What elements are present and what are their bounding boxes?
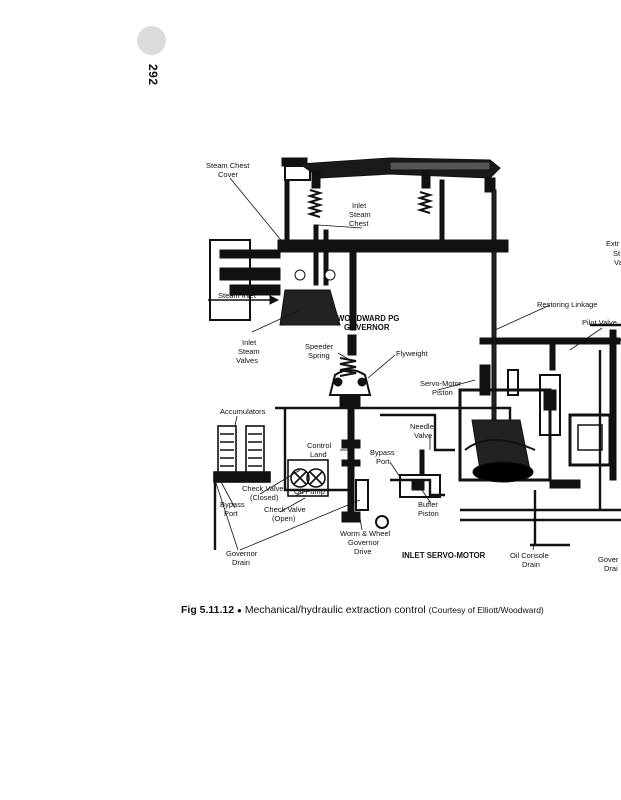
label-control-land-2: Land xyxy=(310,450,327,459)
label-bypass-port-upper-2: Port xyxy=(376,457,391,466)
oil-pump xyxy=(287,459,329,497)
label-servo-motor-piston-2: Piston xyxy=(432,388,453,397)
label-check-valve-open-1: Check Valve xyxy=(264,505,306,514)
label-needle-valve-2: Valve xyxy=(414,431,432,440)
label-inlet-steam-chest-3: Chest xyxy=(349,219,370,228)
label-oil-console-drain-1: Oil Console xyxy=(510,551,549,560)
label-extraction-cut-2: St xyxy=(613,249,621,258)
label-pilot-valve: Pilot Valve xyxy=(582,318,617,327)
label-steam-chest-cover-1: Steam Chest xyxy=(206,161,250,170)
label-control-land-1: Control xyxy=(307,441,332,450)
label-buffer-piston-2: Piston xyxy=(418,509,439,518)
pilot-valve-linkage xyxy=(479,329,621,489)
label-speeder-spring-2: Spring xyxy=(308,351,330,360)
label-inlet-steam-valves-3: Valves xyxy=(236,356,258,365)
label-bypass-port-left-2: Port xyxy=(224,509,239,518)
label-inlet-steam-valves-2: Steam xyxy=(238,347,260,356)
label-steam-inlet: Steam Inlet xyxy=(218,291,257,300)
label-inlet-steam-chest-1: Inlet xyxy=(352,201,367,210)
label-check-valve-closed-2: (Closed) xyxy=(250,493,279,502)
inlet-servo-motor xyxy=(458,364,552,483)
caption-title: Mechanical/hydraulic extraction control xyxy=(244,604,426,616)
label-governor-drain-1: Governor xyxy=(226,549,258,558)
label-woodward-pg-1: WOODWARD PG xyxy=(337,314,399,323)
label-bypass-port-left-1: Bypass xyxy=(220,500,245,509)
label-check-valve-open-2: (Open) xyxy=(272,514,296,523)
label-governor-drain-2: Drain xyxy=(232,558,250,567)
governor-assembly xyxy=(328,334,389,529)
label-check-valve-closed-1: Check Valve xyxy=(242,484,284,493)
page-thumb-marker xyxy=(137,26,166,55)
label-inlet-servo-motor: INLET SERVO-MOTOR xyxy=(402,551,486,560)
label-oil-pump: Oil Pump xyxy=(294,487,325,496)
extraction-control-diagram: Steam Chest Cover Inlet Steam Chest Extr… xyxy=(190,150,621,580)
label-steam-chest-cover-2: Cover xyxy=(218,170,239,179)
label-worm-wheel-3: Drive xyxy=(354,547,372,556)
caption-bullet: ● xyxy=(237,606,242,615)
label-servo-motor-piston-1: Servo-Motor xyxy=(420,379,462,388)
buffer-piston xyxy=(399,449,441,498)
steam-chest-body xyxy=(209,157,509,441)
label-inlet-steam-valves-1: Inlet xyxy=(242,338,257,347)
label-needle-valve-1: Needle xyxy=(410,422,434,431)
label-inlet-steam-chest-2: Steam xyxy=(349,210,371,219)
page-number: 292 xyxy=(146,64,160,86)
label-speeder-spring-1: Speeder xyxy=(305,342,334,351)
label-extraction-cut-1: Extr xyxy=(606,239,620,248)
label-bypass-port-upper-1: Bypass xyxy=(370,448,395,457)
label-buffer-piston-1: Buffer xyxy=(418,500,438,509)
label-governor-drain-cut-2: Drai xyxy=(604,564,618,573)
label-governor-drain-cut-1: Gover xyxy=(598,555,619,564)
label-woodward-pg-2: GOVERNOR xyxy=(344,323,390,332)
label-oil-console-drain-2: Drain xyxy=(522,560,540,569)
steam-inlet-arrow xyxy=(208,295,280,305)
label-worm-wheel-1: Worm & Wheel xyxy=(340,529,391,538)
figure-number: Fig 5.11.12 xyxy=(181,604,235,616)
label-extraction-cut-3: Va xyxy=(614,258,621,267)
label-accumulators: Accumulators xyxy=(220,407,266,416)
accumulators xyxy=(213,425,271,483)
leader-lines xyxy=(214,177,603,551)
figure-caption: Fig 5.11.12 ● Mechanical/hydraulic extra… xyxy=(181,604,544,616)
label-flyweight: Flyweight xyxy=(396,349,429,358)
label-restoring-linkage: Restoring Linkage xyxy=(537,300,597,309)
caption-credit: (Courtesy of Elliott/Woodward) xyxy=(428,605,544,615)
label-worm-wheel-2: Governor xyxy=(348,538,380,547)
